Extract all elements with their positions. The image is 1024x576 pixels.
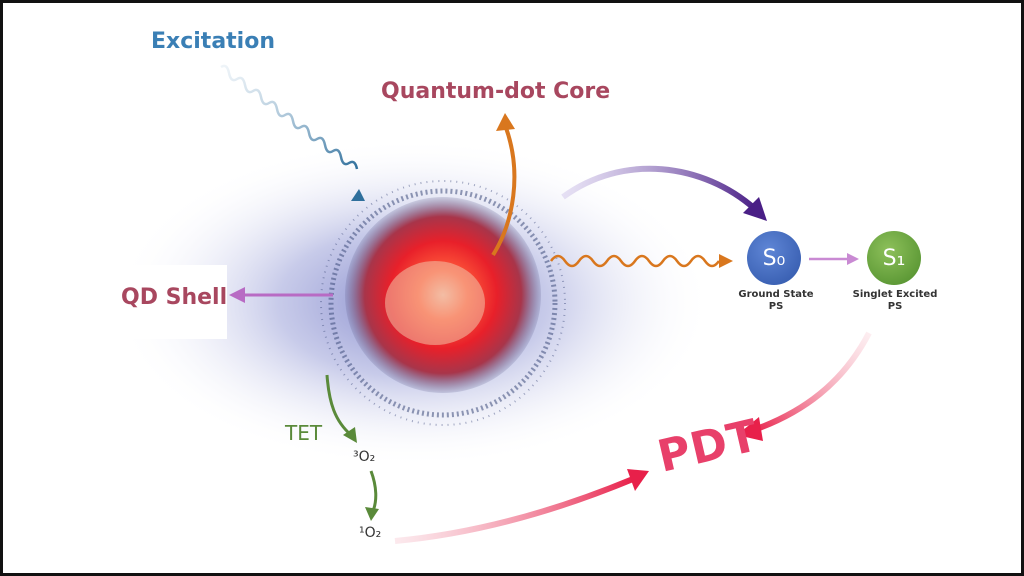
tet-label: TET xyxy=(285,421,323,445)
shell-label-box xyxy=(101,265,227,339)
excited-state-symbol: S₁ xyxy=(882,245,906,271)
qd-shell-ring-outer xyxy=(320,180,566,426)
shell-label: QD Shell xyxy=(121,285,228,310)
excited-state-caption-line2: PS xyxy=(887,301,903,312)
ground-state-symbol: S₀ xyxy=(762,245,786,271)
s1-pdt-arrowhead xyxy=(737,417,763,441)
energy-transfer-arrowhead xyxy=(743,197,767,221)
ground-state-caption: Ground State PS xyxy=(731,289,821,313)
oxygen-conversion-arrow xyxy=(369,470,378,512)
oxygen-pdt-arrow xyxy=(394,476,635,544)
ground-state-node: S₀ xyxy=(747,231,801,285)
singlet-oxygen-label: ¹O₂ xyxy=(359,525,382,541)
tet-arrow xyxy=(325,374,352,437)
triplet-oxygen-label: ³O₂ xyxy=(353,449,376,465)
s0-s1-arrowhead xyxy=(847,253,859,265)
oxygen-pdt-arrowhead xyxy=(627,469,649,491)
ground-state-caption-line1: Ground State xyxy=(738,289,814,300)
core-arrow xyxy=(491,124,517,257)
excited-state-node: S₁ xyxy=(867,231,921,285)
excitation-label: Excitation xyxy=(151,29,275,54)
emission-wave xyxy=(549,254,721,268)
diagram-canvas xyxy=(113,64,872,544)
tet-arrowhead xyxy=(343,427,357,443)
emission-arrowhead xyxy=(719,254,733,268)
core-label: Quantum-dot Core xyxy=(381,79,611,104)
excited-state-caption: Singlet Excited PS xyxy=(845,289,945,313)
qd-core-glow xyxy=(385,261,485,345)
energy-transfer-arrow xyxy=(561,165,757,212)
qd-shell-ring xyxy=(328,188,558,418)
ground-state-caption-line2: PS xyxy=(768,301,784,312)
oxygen-conversion-arrowhead xyxy=(365,507,379,521)
excitation-wave xyxy=(220,64,359,170)
shell-arrowhead xyxy=(229,287,245,303)
s1-pdt-arrow xyxy=(750,331,872,434)
excited-state-caption-line1: Singlet Excited xyxy=(852,289,938,300)
core-arrowhead xyxy=(496,113,515,131)
excitation-arrowhead xyxy=(351,189,365,201)
